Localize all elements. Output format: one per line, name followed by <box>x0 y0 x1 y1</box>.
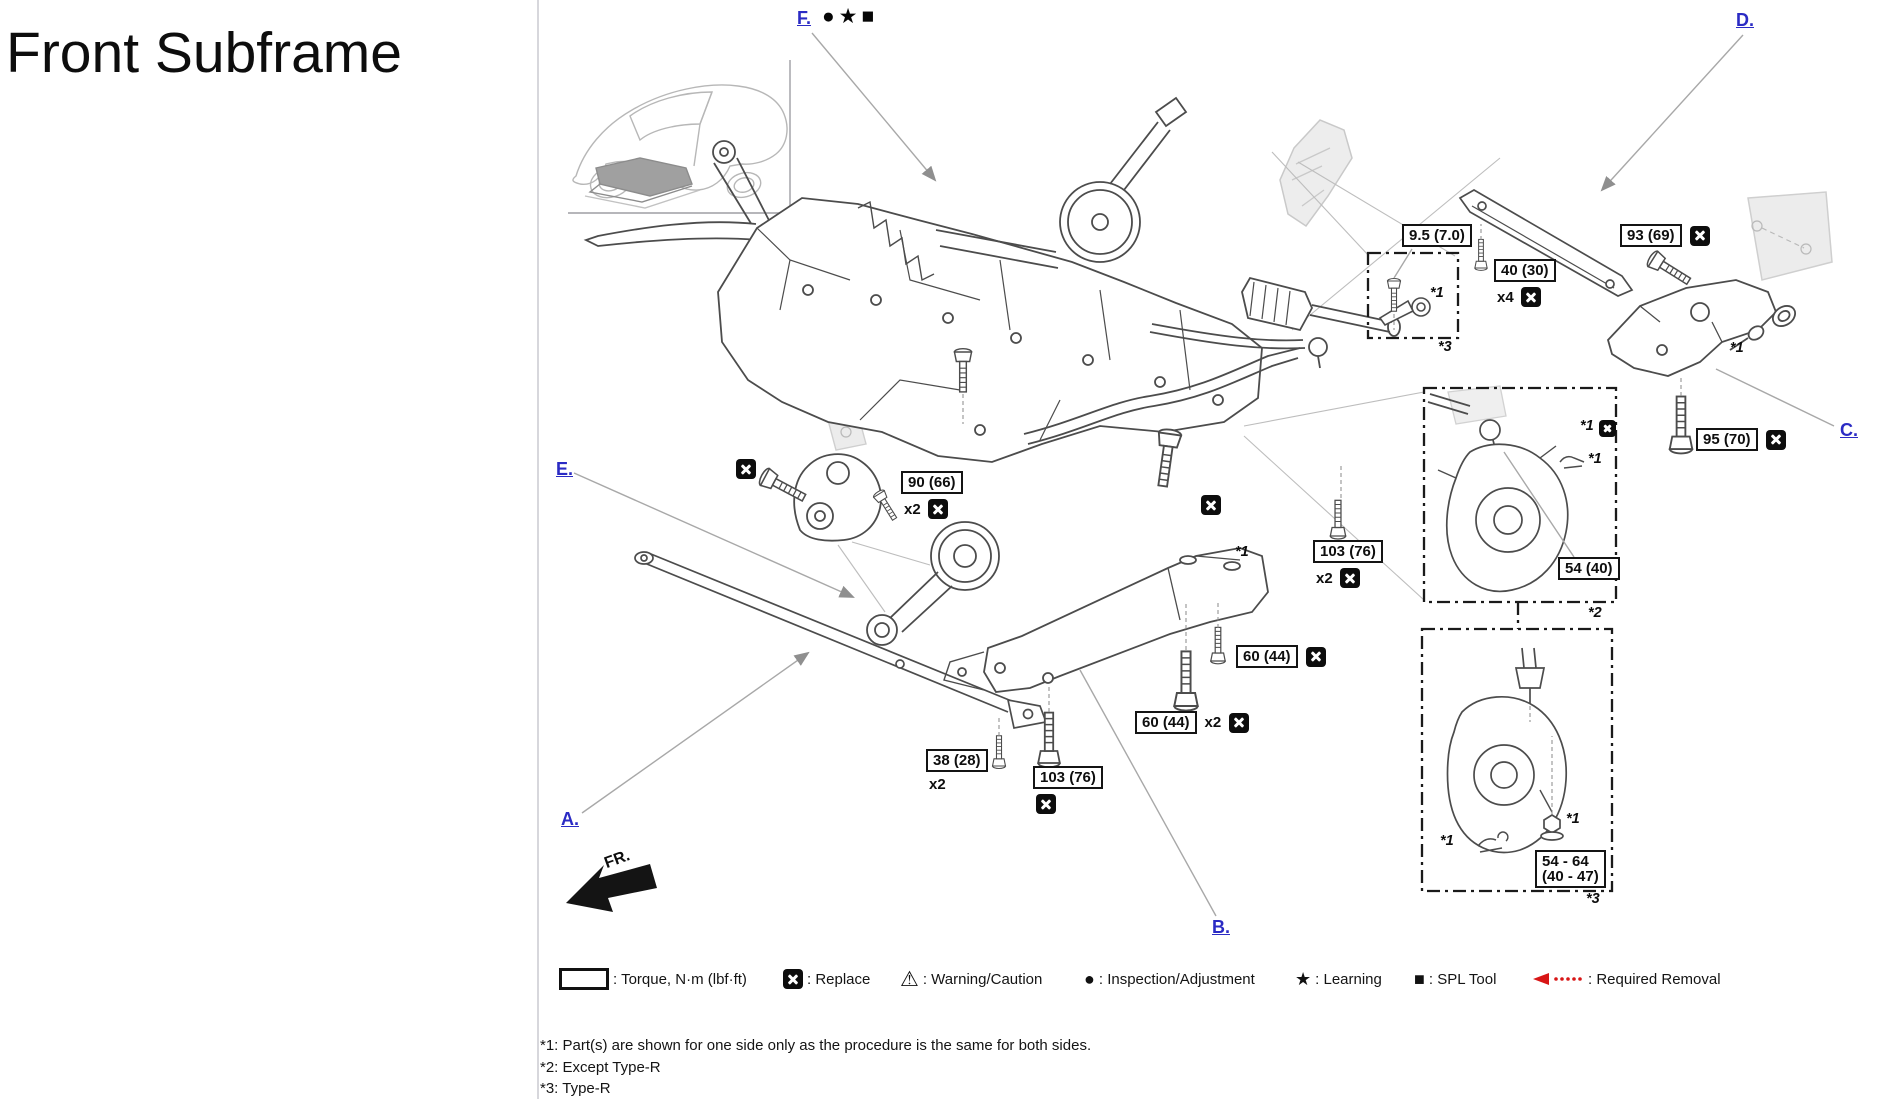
front-bar-group <box>634 551 1048 729</box>
replace-icon <box>1339 568 1360 588</box>
replace-icon <box>1305 646 1326 667</box>
page-title: Front Subframe <box>6 21 402 85</box>
legend-item-warning: ⚠ : Warning/Caution <box>900 967 1043 991</box>
footnote-3: *3: Type-R <box>540 1080 611 1097</box>
note-mark: *1 <box>1580 418 1594 434</box>
note-mark: *1 <box>1730 340 1744 356</box>
torque-label: 54 - 64 (40 - 47) <box>1535 850 1606 888</box>
note-mark: *1 <box>1440 833 1454 849</box>
detail-box-type-r-bottom <box>1420 627 1614 893</box>
note-mark: *3 <box>1438 339 1452 355</box>
torque-label: 54 (40) <box>1558 557 1620 580</box>
callout-f[interactable]: F. <box>797 8 812 28</box>
note-mark: *1 <box>1566 811 1580 827</box>
detail-boxes <box>1366 251 1618 893</box>
page-divider <box>537 0 539 1099</box>
torque-label: 60 (44) x2 <box>1135 711 1250 734</box>
legend-item-torque: : Torque, N·m (lbf·ft) <box>559 966 747 992</box>
note-mark: *2 <box>1588 605 1602 621</box>
vehicle-thumbnail <box>568 60 791 214</box>
replace-icon <box>927 499 948 519</box>
footnote-2: *2: Except Type-R <box>540 1059 661 1076</box>
side-bracket-group <box>1606 279 1797 377</box>
torque-label: 60 (44) <box>1236 645 1326 668</box>
stiffener-plate <box>1458 189 1634 297</box>
replace-icon <box>1520 287 1541 307</box>
torque-label: 95 (70) <box>1696 428 1786 451</box>
centerlines <box>962 224 1682 814</box>
replace-icon <box>736 459 756 479</box>
torque-label: 103 (76) <box>1033 766 1103 814</box>
replace-icon <box>1689 225 1710 246</box>
callout-a[interactable]: A. <box>561 809 579 829</box>
torque-label: 103 (76) x2 <box>1313 540 1383 588</box>
note-mark: *1 <box>1430 285 1444 301</box>
torque-label: 9.5 (7.0) <box>1402 224 1472 247</box>
learning-icon: ★ <box>1295 969 1312 989</box>
callout-b[interactable]: B. <box>1212 917 1230 937</box>
torque-box-icon <box>559 968 609 990</box>
legend-item-learning: ★ : Learning <box>1295 969 1382 989</box>
callout-f-symbols: ●★■ <box>822 5 879 28</box>
spl-tool-icon: ■ <box>1414 969 1425 989</box>
legend-item-required-removal: : Required Removal <box>1532 966 1721 992</box>
legend-item-inspection: ● : Inspection/Adjustment <box>1084 969 1255 989</box>
legend-item-replace: : Replace <box>783 966 870 992</box>
replace-icon <box>1598 420 1616 437</box>
torque-rod-group <box>793 453 1000 646</box>
note-mark: *1 <box>1235 544 1249 560</box>
replace-icon <box>1229 712 1250 733</box>
callout-d[interactable]: D. <box>1736 10 1754 30</box>
torque-label: 38 (28) x2 <box>926 749 988 792</box>
detail-box-type-r-top <box>1366 251 1460 340</box>
leader-lines <box>573 32 1835 917</box>
callout-e[interactable]: E. <box>556 459 574 479</box>
footnote-1: *1: Part(s) are shown for one side only … <box>540 1037 1092 1054</box>
ghost-parts <box>827 119 1833 451</box>
legend-item-spl-tool: ■ : SPL Tool <box>1414 969 1497 989</box>
note-mark: *1 <box>1588 451 1602 467</box>
replace-icon <box>1036 794 1056 814</box>
lower-member-group <box>943 547 1269 693</box>
warning-icon: ⚠ <box>900 967 919 991</box>
knuckle-type-r <box>1446 647 1568 854</box>
hook-plate <box>1378 297 1431 327</box>
torque-label: 93 (69) <box>1620 224 1710 247</box>
inspection-icon: ● <box>1084 969 1095 989</box>
replace-icon <box>1765 429 1786 450</box>
torque-label: 90 (66) x2 <box>901 471 963 519</box>
required-removal-icon <box>1533 973 1582 985</box>
callout-c[interactable]: C. <box>1840 420 1858 440</box>
fr-arrow <box>566 864 657 912</box>
torque-label: 40 (30) x4 <box>1494 259 1556 307</box>
note-mark: *3 <box>1586 891 1600 907</box>
knuckle-except-type-r <box>1427 393 1585 593</box>
subframe-assembly <box>583 96 1401 463</box>
replace-icon <box>1201 495 1222 515</box>
detail-box-except-type-r <box>1422 386 1618 604</box>
replace-icon <box>783 969 803 989</box>
